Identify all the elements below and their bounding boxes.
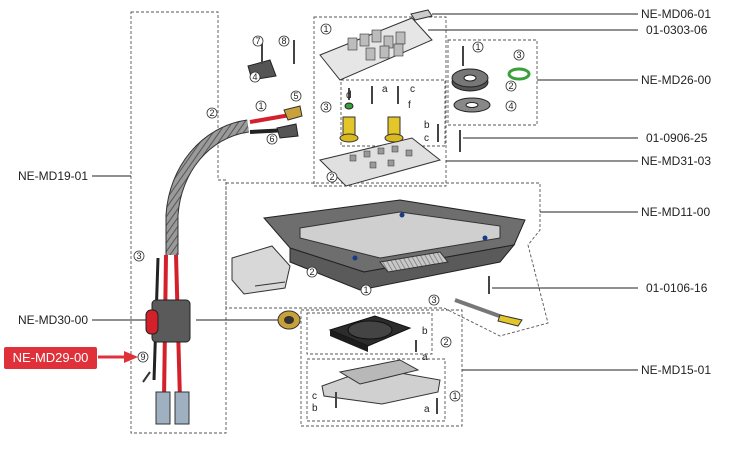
- label-01-0906-25: 01-0906-25: [646, 131, 708, 145]
- bearing-stack: [451, 46, 531, 152]
- label-ne-md15-01: NE-MD15-01: [641, 363, 712, 377]
- label-ne-md31-03: NE-MD31-03: [641, 154, 712, 168]
- group-box-md15-fan: [306, 312, 433, 355]
- marker-4: 4 4: [249, 71, 517, 112]
- svg-text:1: 1: [258, 101, 263, 111]
- group-box-md19: [130, 11, 227, 434]
- svg-text:3: 3: [516, 50, 521, 60]
- highlight-callout-ne-md29-00: NE-MD29-00: [4, 347, 97, 369]
- svg-text:1: 1: [452, 391, 457, 401]
- svg-text:2: 2: [309, 267, 314, 277]
- group-box-md15: [300, 309, 463, 427]
- svg-text:2: 2: [329, 172, 334, 182]
- svg-text:a: a: [382, 84, 388, 95]
- cable-gland: [277, 310, 301, 330]
- svg-text:4: 4: [252, 72, 257, 82]
- svg-text:1: 1: [363, 285, 368, 295]
- label-01-0303-06: 01-0303-06: [646, 23, 708, 37]
- svg-text:7: 7: [255, 36, 260, 46]
- svg-text:c: c: [424, 133, 429, 144]
- svg-text:c: c: [312, 391, 317, 402]
- svg-text:a: a: [422, 352, 428, 363]
- svg-text:b: b: [424, 120, 430, 131]
- svg-text:2: 2: [209, 108, 214, 118]
- callout-arrow: [98, 351, 138, 363]
- marker-5: 5: [290, 90, 302, 102]
- marker-2: 2 2 2 2 2: [206, 80, 517, 348]
- marker-8: 8: [278, 35, 290, 47]
- svg-text:c: c: [410, 84, 415, 95]
- marker-1: 1 1 1 1 1: [255, 23, 484, 402]
- label-ne-md19-01: NE-MD19-01: [18, 169, 89, 183]
- label-01-0106-16: 01-0106-16: [646, 281, 708, 295]
- svg-text:4: 4: [508, 101, 513, 111]
- marker-7: 7: [252, 35, 264, 47]
- svg-text:6: 6: [269, 134, 274, 144]
- svg-text:9: 9: [140, 352, 145, 362]
- svg-text:b: b: [312, 403, 318, 414]
- svg-text:1: 1: [475, 42, 480, 52]
- svg-text:3: 3: [136, 251, 141, 261]
- label-ne-md11-00: NE-MD11-00: [641, 205, 711, 219]
- cable-harness: [142, 40, 303, 425]
- svg-text:2: 2: [508, 81, 513, 91]
- svg-text:d: d: [346, 90, 352, 101]
- svg-text:2: 2: [443, 337, 448, 347]
- label-ne-md26-00: NE-MD26-00: [641, 73, 712, 87]
- letter-markers: a c d f b c b a c b a: [312, 84, 430, 415]
- marker-9: 9: [137, 351, 149, 363]
- group-box-md31: [313, 16, 447, 187]
- marker-3: 3 3 3 3: [133, 49, 525, 306]
- svg-text:3: 3: [323, 102, 328, 112]
- base-tray: [231, 199, 526, 327]
- svg-text:5: 5: [293, 91, 298, 101]
- control-board-parts: [319, 9, 442, 187]
- svg-text:1: 1: [323, 24, 328, 34]
- svg-text:3: 3: [431, 295, 436, 305]
- svg-text:8: 8: [281, 36, 286, 46]
- svg-text:b: b: [422, 326, 428, 337]
- svg-text:f: f: [408, 100, 411, 111]
- marker-6: 6: [266, 133, 278, 145]
- group-box-md26: [447, 39, 538, 126]
- label-ne-md30-00: NE-MD30-00: [18, 313, 89, 327]
- group-box-md11: [225, 182, 549, 337]
- label-ne-md06-01: NE-MD06-01: [641, 7, 712, 21]
- svg-text:a: a: [424, 404, 430, 415]
- fan-and-plate: [321, 315, 441, 414]
